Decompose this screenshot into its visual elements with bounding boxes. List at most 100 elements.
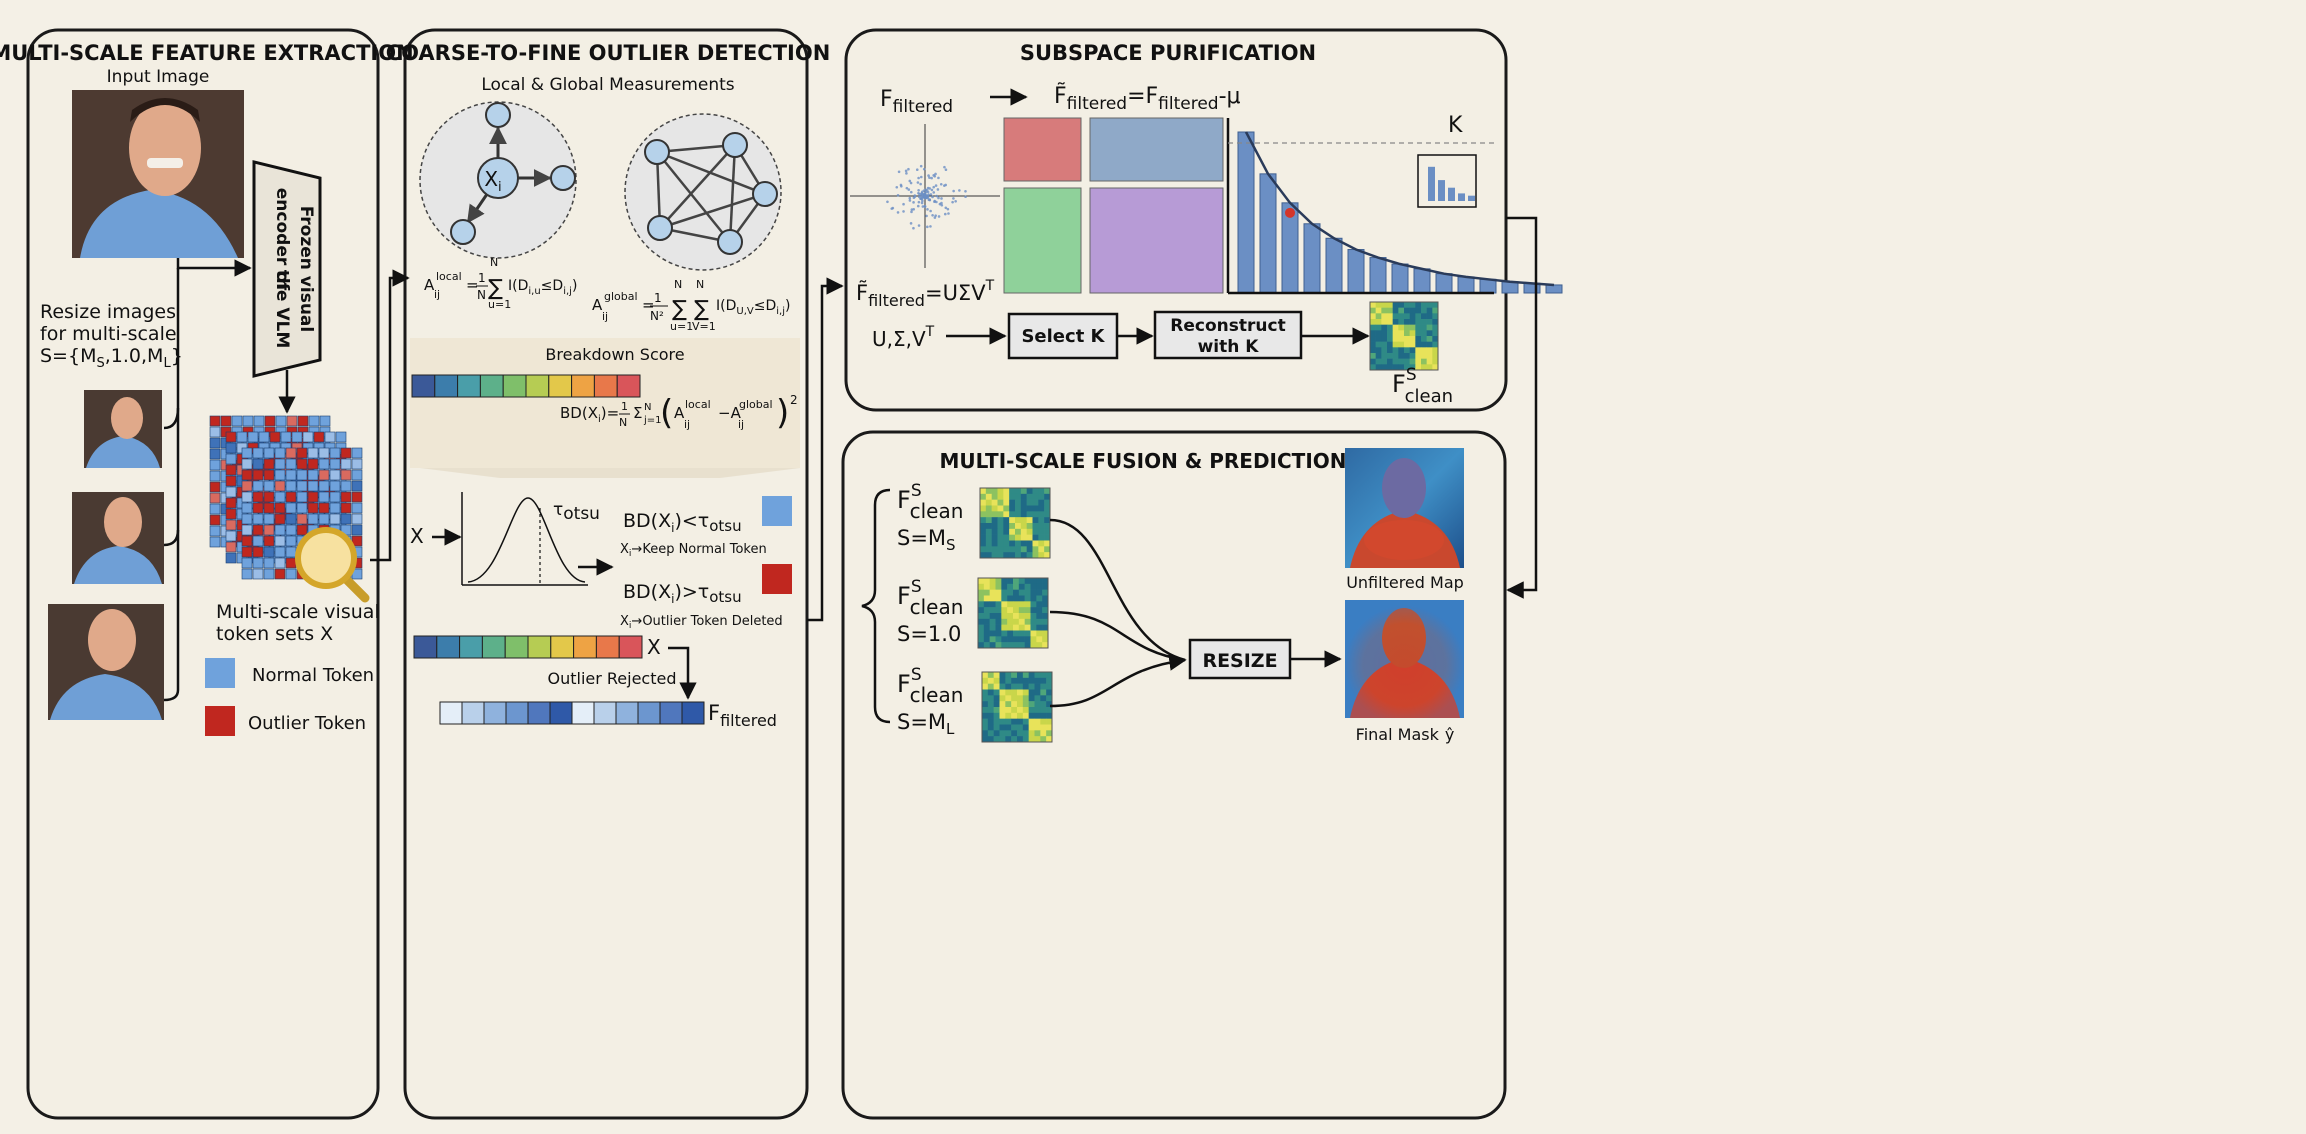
heatmap-cell — [982, 677, 989, 684]
heatmap-cell — [1003, 546, 1010, 553]
heatmap-cell — [1011, 707, 1018, 714]
token-cell — [302, 431, 314, 443]
heatmap-cell — [999, 712, 1006, 719]
heatmap-cell — [1026, 488, 1033, 495]
heatmap-cell — [983, 595, 990, 602]
token-cell — [307, 502, 319, 514]
svg-text:∑: ∑ — [672, 297, 687, 322]
heatmap-cell — [1421, 313, 1427, 320]
token-cell — [274, 524, 286, 536]
scatter-point — [964, 190, 967, 193]
heatmap-cell — [1028, 712, 1035, 719]
heatmap-cell — [997, 517, 1004, 524]
heatmap-cell — [1404, 302, 1410, 308]
heatmap-cell — [993, 695, 1000, 702]
scatter-point — [895, 185, 899, 189]
svg-text:1: 1 — [478, 271, 486, 285]
token-cell — [274, 535, 286, 547]
heatmap-cell — [993, 718, 1000, 725]
token-cell — [285, 458, 297, 470]
heatmap-cell — [1015, 534, 1022, 541]
heatmap-cell — [1404, 324, 1410, 331]
heatmap-cell — [993, 712, 1000, 719]
token-cell — [274, 557, 286, 569]
token-cell — [296, 458, 308, 470]
scatter-point — [952, 189, 955, 193]
token-cell — [307, 458, 319, 470]
scatter-point — [958, 189, 961, 192]
token-cell — [318, 513, 330, 525]
token-cell — [329, 447, 341, 459]
heatmap-cell — [1415, 324, 1422, 331]
heatmap-cell — [1032, 540, 1039, 547]
heatmap-cell — [985, 493, 992, 500]
select-k-label: Select K — [1021, 326, 1105, 347]
heatmap-cell — [1398, 313, 1405, 320]
heatmap-cell — [1015, 540, 1022, 547]
svg-text:ij: ij — [434, 288, 440, 301]
token-cell — [340, 491, 352, 503]
heatmap-cell — [1024, 642, 1031, 649]
token-cell — [329, 480, 341, 492]
heatmap-cell — [1032, 523, 1039, 530]
score-cell — [479, 374, 504, 398]
reject-arrow — [668, 646, 697, 700]
filtered-cell — [637, 701, 661, 725]
heatmap-cell — [1020, 523, 1027, 530]
spectrum-bar — [1259, 173, 1277, 294]
heatmap-cell — [982, 724, 989, 731]
heatmap-cell — [1001, 642, 1008, 649]
heatmap-cell — [1392, 364, 1399, 371]
heatmap-cell — [1003, 488, 1010, 495]
svg-text:=: = — [466, 276, 479, 294]
token-cell — [263, 535, 275, 547]
spectrum-inset — [1417, 154, 1477, 208]
heatmap-cell — [1005, 730, 1012, 737]
heatmap-cell — [1026, 511, 1033, 518]
heatmap-cell — [987, 701, 994, 708]
heatmap-cell — [1038, 499, 1045, 506]
scatter-point — [920, 201, 924, 205]
heatmap-cell — [1432, 341, 1439, 348]
heatmap-cell — [1375, 330, 1382, 337]
spectrum-bar — [1457, 276, 1475, 294]
heatmap-cell — [1038, 493, 1045, 500]
spectrum-bar — [1545, 284, 1563, 294]
heatmap-cell — [1375, 358, 1382, 365]
token-cell — [274, 568, 286, 580]
heatmap-cell — [1018, 589, 1025, 596]
heatmap-cell — [1426, 347, 1433, 354]
reconstruct-button[interactable] — [1153, 310, 1303, 360]
token-cell — [220, 415, 232, 427]
heatmap-cell — [1432, 330, 1439, 337]
heatmap-cell — [991, 540, 998, 547]
heatmap-cell — [1370, 336, 1376, 342]
token-cell — [263, 557, 275, 569]
heatmap-cell — [989, 624, 996, 631]
svg-text:ij: ij — [602, 310, 608, 323]
heatmap-cell — [980, 499, 987, 506]
svg-text:V=1: V=1 — [692, 320, 716, 333]
small-image-3 — [48, 604, 164, 720]
heatmap-cell — [983, 607, 990, 614]
spectrum-bar — [1501, 281, 1519, 294]
scatter-point — [913, 195, 917, 198]
scatter-point — [919, 182, 922, 186]
token-cell — [286, 415, 298, 427]
heatmap-cell — [1040, 672, 1047, 679]
svg-text:=: = — [642, 296, 655, 314]
scatter-point — [932, 185, 936, 189]
token-cell — [285, 491, 297, 503]
heatmap-cell — [1038, 546, 1045, 553]
token-cell — [329, 513, 341, 525]
token-cell — [296, 513, 308, 525]
select-k-button[interactable] — [1007, 312, 1119, 360]
heatmap-cell — [1421, 330, 1427, 337]
svg-text:A: A — [674, 404, 685, 422]
inset-bar — [1438, 180, 1445, 201]
heatmap-cell — [1387, 341, 1393, 348]
heatmap-cell — [985, 511, 992, 518]
heatmap-cell — [1022, 683, 1029, 690]
token-cell — [269, 431, 281, 443]
heatmap-cell — [1409, 358, 1416, 365]
